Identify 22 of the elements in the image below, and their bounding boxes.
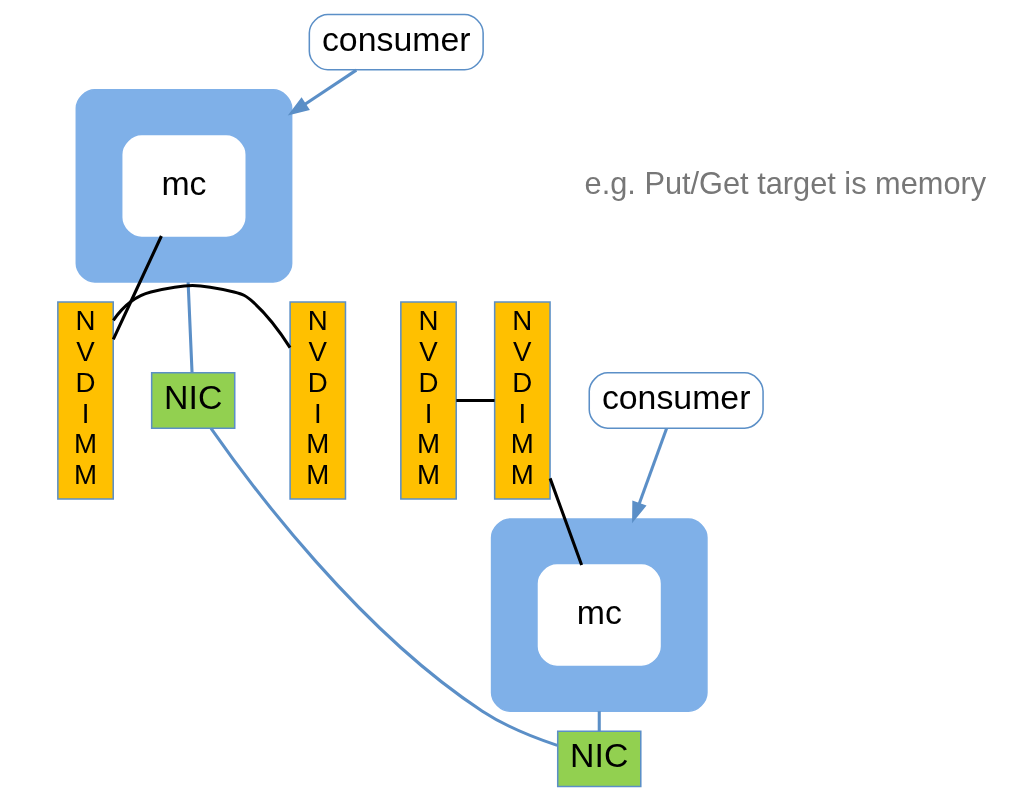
connector <box>597 711 601 732</box>
node-box: NIC <box>556 730 642 788</box>
cluster <box>490 518 708 712</box>
node-box: N V D I M M <box>56 301 114 500</box>
node-box: N V D I M M <box>399 301 457 500</box>
connector <box>111 235 163 340</box>
node-box: N V D I M M <box>288 301 346 500</box>
connector <box>209 427 558 747</box>
node-box: mc <box>121 135 245 237</box>
node-box: NIC <box>150 372 235 429</box>
node-box: consumer <box>308 13 484 71</box>
arrow <box>631 427 668 524</box>
node-box: N V D I M M <box>493 301 551 500</box>
connector <box>548 477 583 566</box>
node-box: mc <box>537 564 661 666</box>
node-box: consumer <box>588 372 764 429</box>
label: e.g. Put/Get target is memory <box>584 165 986 201</box>
connector <box>111 284 291 349</box>
cluster <box>75 89 292 283</box>
connector <box>186 282 194 373</box>
connector <box>455 398 495 403</box>
arrow <box>287 68 357 116</box>
